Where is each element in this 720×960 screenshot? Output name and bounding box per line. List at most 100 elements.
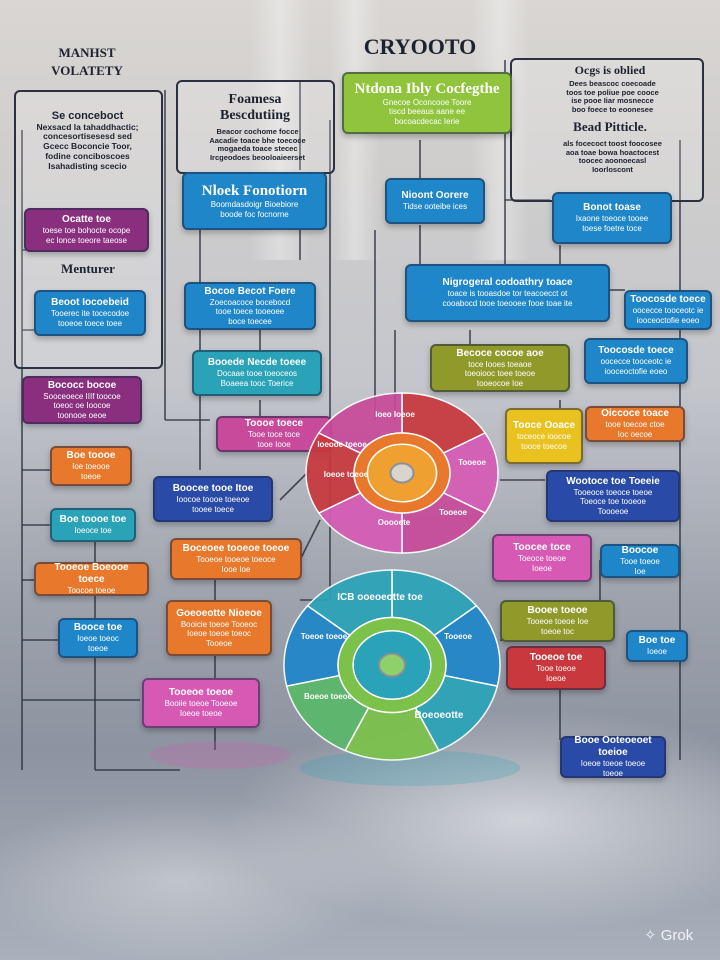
box-line: Ioeoe toeoe toeoe	[580, 759, 646, 769]
page-title: CRYOOTO	[363, 34, 477, 59]
right-bottom-paragraph: als focecoct toost foocosee aoa toae bow…	[540, 139, 685, 175]
box-title: Tooce Ooace	[512, 420, 576, 432]
box-line: oocecce tooceotc ie	[600, 357, 672, 367]
box-line: Ioe toeooe	[72, 462, 110, 472]
sparkle-icon: ✧	[644, 927, 657, 944]
paragraph-line: concesortisesesd sed	[43, 131, 132, 142]
box-line: oocecce tooceotc ie	[632, 306, 704, 316]
box-line: iooceoctofie eoeo	[604, 367, 668, 376]
box-line: Boomdasdoigr Bioebiore	[210, 200, 299, 210]
top-left-heading-1: MANHST	[58, 45, 116, 60]
wheel-hub	[389, 462, 415, 484]
box-line: Ioc oecoe	[617, 430, 653, 439]
box-line: boce toecee	[228, 316, 272, 326]
box-line: Ioeoe	[545, 674, 567, 683]
box-line: Booiie toeoe Tooeoe	[164, 699, 238, 709]
box-line: bocoacdecac Ierie	[394, 116, 460, 126]
paragraph-line: toocec aoonoecasl	[578, 156, 647, 166]
wheel-top-label: Ioeoe toeoe	[323, 470, 369, 479]
top-left-heading-2: VOLATETY	[51, 63, 123, 78]
box-line: Zoecoacoce bocebocd	[209, 297, 291, 307]
box-line: ec lonce toeore taeose	[46, 236, 127, 245]
paragraph-line: als focecoct toost foocosee	[563, 139, 662, 148]
box-line: Ioeoce toe	[74, 526, 112, 536]
wheel-hub	[378, 652, 406, 678]
box-title: Bonot toase	[583, 202, 641, 214]
paragraph-line: Se conceboct	[51, 110, 124, 122]
box-line: iooceoctofie eoeo	[636, 316, 700, 325]
box-line: Boaeea tooc Toerice	[220, 379, 294, 388]
box-title: Boe toe	[638, 635, 676, 647]
paragraph-line: toos toe poliue poe cooce	[566, 87, 659, 97]
paragraph-line: Ircgeodoes beooloaieerset	[209, 152, 306, 162]
box-title: Booee toeoe	[527, 605, 588, 617]
paragraph-line: Ioorloscont	[592, 164, 633, 174]
box-line: toeoe	[602, 769, 624, 778]
paragraph-line: aoa toae bowa hoactocest	[565, 147, 660, 157]
box-title: Bococc bocoe	[47, 379, 117, 391]
reflection-shadow	[300, 750, 520, 786]
box-line: Ioocoe toooe toeeoe	[176, 495, 250, 505]
right-top-paragraph: Dees beascoc coecoade toos toe poliue po…	[540, 79, 685, 115]
box-line: Ioe	[634, 567, 646, 576]
box-title: Boocoe	[621, 545, 659, 557]
wheel-bottom-label: Tooeoe	[444, 632, 472, 641]
box-title: Toocosde toece	[598, 345, 674, 357]
box-line: Ioeoe toeoe toeoc	[186, 629, 252, 639]
box-line: tooeocoe Ioe	[476, 378, 524, 388]
wheel-bottom-label: ICB ooeoeotte toe	[337, 592, 423, 603]
box-line: toeoe toc	[541, 627, 574, 636]
watermark-label: ✧ Grok	[644, 926, 693, 944]
box-title: Toooe toece	[244, 418, 304, 430]
right-heading: Ocgs is oblied	[574, 63, 646, 77]
box-line: Tooerec ite tocecodoe	[50, 309, 130, 319]
box-line: boode foc focnorne	[220, 210, 289, 219]
box-line: Ioeoe toeoe	[179, 709, 223, 718]
wheel-bottom	[283, 569, 501, 761]
paragraph-line: Aacadie toace bhe toecoce	[209, 135, 306, 145]
paragraph-line: Gcecc Boconcie Toor,	[43, 141, 132, 152]
wheel-top-label: Ooooete	[377, 518, 411, 527]
box-title: Boceoee tooeoe toeoe	[182, 543, 290, 555]
box-line: cooabocd tooe toeooee fooe toae ite	[442, 299, 573, 308]
wheel-top-label: Tooeoe	[439, 508, 467, 517]
box-line: tooe toece tooeoee	[215, 307, 285, 317]
box-line: toce Iooes toeaoe	[468, 359, 532, 369]
box-line: Tooeoce toeoce toeoe	[573, 487, 653, 497]
box-title: Toocee toce	[513, 542, 571, 554]
col2-paragraph: Beacor cochome focce Aacadie toace bhe t…	[190, 127, 325, 163]
paragraph-line: Nexsacd la tahaddhactic;	[36, 121, 139, 132]
col2-heading-1: Foamesa	[228, 92, 282, 107]
paragraph-line: Isahadisting scecio	[48, 160, 127, 171]
